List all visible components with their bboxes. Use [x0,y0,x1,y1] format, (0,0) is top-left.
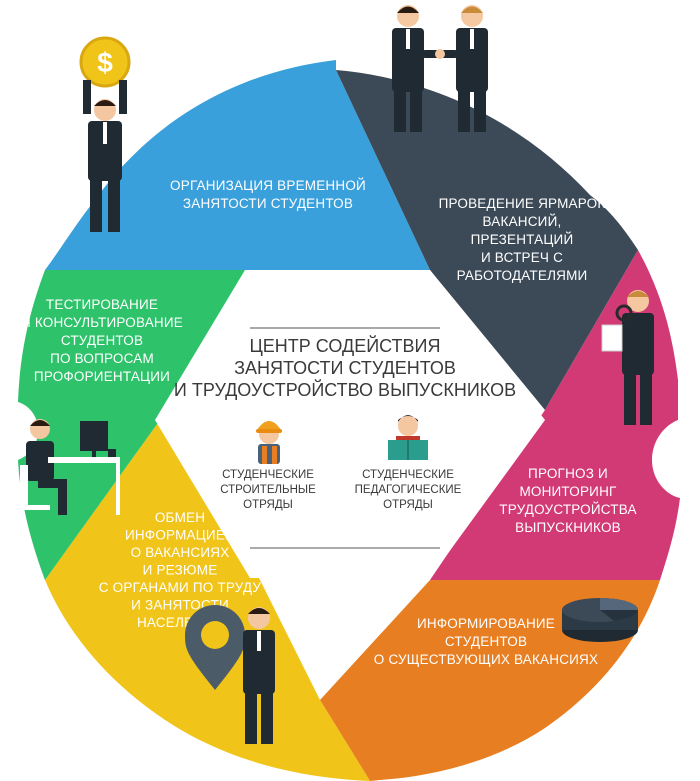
segment-labels: ОРГАНИЗАЦИЯ ВРЕМЕННОЙ ЗАНЯТОСТИ СТУДЕНТОВ… [21,178,637,667]
segment-label-forecast-line-3: ТРУДОУСТРОЙСТВА [499,502,636,517]
teachers-line-3: ОТРЯДЫ [383,499,433,511]
segment-label-testing-line-4: ПО ВОПРОСАМ [50,351,154,366]
man-with-magnifier-icon [601,290,654,425]
segment-label-temp-employment-line-2: ЗАНЯТОСТИ СТУДЕНТОВ [183,196,353,211]
builders-line-3: ОТРЯДЫ [243,499,293,511]
segment-label-job-fairs-line-3: ПРЕЗЕНТАЦИЙ [471,232,574,247]
segment-label-forecast-line-2: МОНИТОРИНГ [519,484,617,499]
segment-label-temp-employment-line-1: ОРГАНИЗАЦИЯ ВРЕМЕННОЙ [170,178,366,193]
segment-label-exchange-line-5: С ОРГАНАМИ ПО ТРУДУ [99,580,262,595]
segment-label-job-fairs-line-2: ВАКАНСИЙ, [483,214,562,229]
segment-temp-employment [45,60,430,270]
handshake-icon [392,5,488,132]
segment-label-testing-line-5: ПРОФОРИЕНТАЦИИ [34,369,170,384]
segment-label-testing-line-2: И КОНСУЛЬТИРОВАНИЕ [21,315,183,330]
builders-line-2: СТРОИТЕЛЬНЫЕ [220,484,316,496]
center-block: ЦЕНТР СОДЕЙСТВИЯ ЗАНЯТОСТИ СТУДЕНТОВ И Т… [174,327,516,549]
segment-label-job-fairs-line-4: И ВСТРЕЧ С [481,250,563,265]
segment-job-fairs [336,70,638,410]
segment-label-testing-line-1: ТЕСТИРОВАНИЕ [46,297,158,312]
segment-label-testing-line-3: СТУДЕНТОВ [61,333,143,348]
segment-label-informing-line-3: О СУЩЕСТВУЮЩИХ ВАКАНСИЯХ [374,652,598,667]
segment-label-exchange-line-4: И РЕЗЮМЕ [143,563,218,578]
segment-label-forecast-line-1: ПРОГНОЗ И [528,466,608,481]
segment-label-job-fairs-line-5: РАБОТОДАТЕЛЯМИ [457,268,588,283]
businessman-holding-coin-icon: $ [79,36,131,232]
segment-label-job-fairs-line-1: ПРОВЕДЕНИЕ ЯРМАРОК [439,196,606,211]
segment-exchange [45,420,370,781]
man-at-desk-computer-icon [20,419,120,515]
segment-label-informing-line-1: ИНФОРМИРОВАНИЕ [417,616,555,631]
center-title-line-1: ЦЕНТР СОДЕЙСТВИЯ [249,335,440,356]
segment-label-exchange-line-3: О ВАКАНСИЯХ [131,545,230,560]
segment-label-informing-line-2: СТУДЕНТОВ [445,634,527,649]
builder-helmet-icon [256,421,282,464]
segment-label-exchange-line-1: ОБМЕН [155,510,205,525]
center-title-line-3: И ТРУДОУСТРОЙСТВО ВЫПУСКНИКОВ [174,379,516,400]
man-with-map-pin-icon [185,605,275,744]
teachers-line-1: СТУДЕНЧЕСКИЕ [362,469,454,481]
center-hexagon [155,270,545,578]
center-title-line-2: ЗАНЯТОСТИ СТУДЕНТОВ [234,358,456,378]
teachers-line-2: ПЕДАГОГИЧЕСКИЕ [355,484,462,496]
builders-line-1: СТУДЕНЧЕСКИЕ [222,469,314,481]
segment-label-forecast-line-4: ВЫПУСКНИКОВ [515,520,621,535]
segment-label-exchange-line-2: ИНФОРМАЦИЕЙ [125,528,235,543]
svg-text:$: $ [97,47,113,78]
reading-student-icon [388,415,428,460]
database-pie-icon [562,598,638,642]
segment-testing [18,270,250,580]
